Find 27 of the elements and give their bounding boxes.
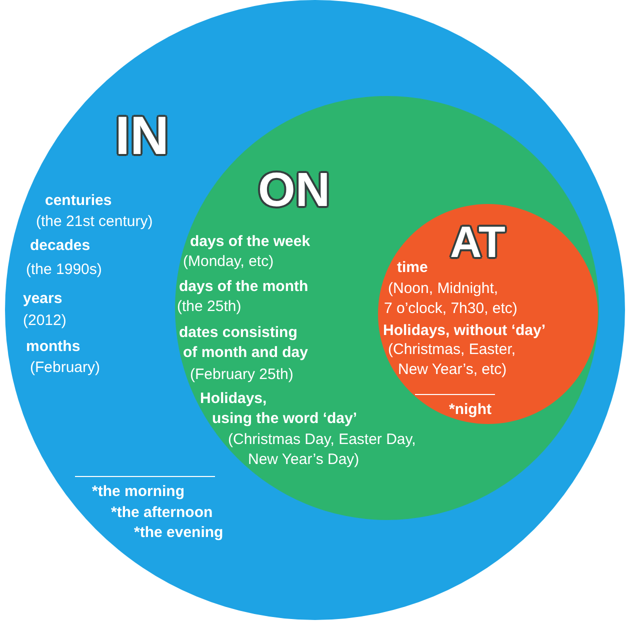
example-text: (the 1990s) (26, 260, 102, 280)
preposition-title: IN (115, 109, 169, 163)
category-label: Holidays, using the word ‘day’ (200, 389, 358, 429)
category-label: centuries (45, 191, 112, 211)
preposition-title: ON (258, 167, 330, 215)
example-text: (February) (30, 358, 100, 378)
asterisk-note: *night (449, 400, 492, 420)
category-label: days of the week (190, 232, 310, 252)
example-text: (the 21st century) (36, 212, 153, 232)
asterisk-note: *the evening (134, 523, 224, 543)
example-text: (Monday, etc) (183, 252, 274, 272)
example-text: (the 25th) (177, 297, 242, 317)
preposition-title: AT (450, 221, 506, 265)
category-label: dates consisting of month and day (179, 323, 308, 363)
example-text: (Noon, Midnight, 7 o’clock, 7h30, etc) (384, 279, 518, 319)
example-text: (2012) (23, 311, 66, 331)
category-label: years (23, 289, 62, 309)
category-label: Holidays, without ‘day’ (383, 321, 546, 341)
example-text: (February 25th) (190, 365, 294, 385)
category-label: time (397, 258, 428, 278)
category-label: days of the month (179, 277, 308, 297)
asterisk-note: *the morning (92, 482, 184, 502)
example-text: (Christmas, Easter, New Year’s, etc) (388, 340, 516, 380)
asterisk-note: *the afternoon (111, 503, 213, 523)
category-label: decades (30, 236, 90, 256)
category-label: months (26, 337, 80, 357)
example-text: (Christmas Day, Easter Day, New Year’s Day) (228, 430, 416, 470)
